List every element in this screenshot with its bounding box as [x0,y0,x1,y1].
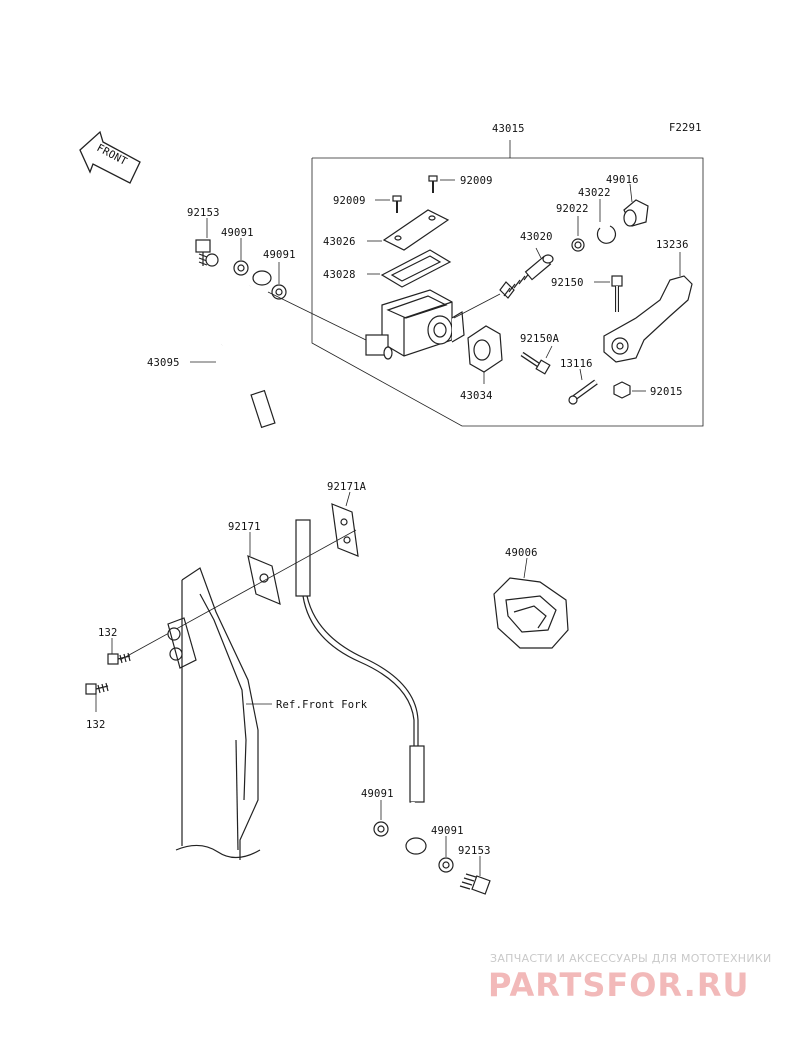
label-92153-lower: 92153 [458,845,491,857]
label-92171A: 92171A [327,481,367,493]
watermark-logo: PARTSFOR.RU [488,966,750,1004]
assembly-outline-43015 [311,140,704,427]
figure-code: F2291 [669,122,702,134]
bolt-92150A [520,351,551,375]
bolt-132-lower [85,682,109,695]
label-92150A: 92150A [520,333,560,345]
circlip-43022 [596,225,617,244]
washer-49091-lower-b [438,857,454,873]
reference-front-fork-label: Ref.Front Fork [276,699,368,711]
label-132-lower: 132 [86,719,106,731]
label-92015: 92015 [650,386,683,398]
label-92009-right: 92009 [460,175,493,187]
watermark-tagline: ЗАПЧАСТИ И АКСЕССУАРЫ ДЛЯ МОТОТЕХНИКИ [490,952,772,965]
banjo-bolt-92153-lower [459,873,491,895]
washer-49091-upper-a-hole [237,264,245,272]
label-43022: 43022 [578,187,611,199]
screw-92009-right [428,175,438,193]
bolt-132-upper [107,652,131,665]
screw-92009-left [392,195,402,213]
label-43020: 43020 [520,231,553,243]
label-43034: 43034 [460,390,493,402]
clamp-43034 [467,325,503,373]
label-49091-upper-b: 49091 [263,249,296,261]
pivot-pin-13116 [568,379,598,405]
cover-49006 [493,577,569,649]
label-43028: 43028 [323,269,356,281]
label-92153-upper: 92153 [187,207,220,219]
banjo-bolt-92153-upper [195,239,219,267]
label-43026: 43026 [323,236,356,248]
washer-49091-lower-a [373,821,389,837]
washer-92022 [571,238,585,252]
label-49016: 49016 [606,174,639,186]
label-49091-upper-a: 49091 [221,227,254,239]
label-43015: 43015 [492,123,525,135]
reservoir-cap-43026 [382,209,450,251]
label-43095: 43095 [147,357,180,369]
washer-92022-hole [574,241,582,249]
diaphragm-43028 [380,249,452,288]
label-92150: 92150 [551,277,584,289]
label-13116: 13116 [560,358,593,370]
washer-49091-lower-b-hole [442,861,450,869]
label-92022: 92022 [556,203,589,215]
label-92009-left: 92009 [333,195,366,207]
front-fork-reference [167,567,261,860]
brake-lever-13236 [603,275,693,363]
bracket-92171A [331,503,359,557]
label-132-upper: 132 [98,627,118,639]
label-49091-lower-a: 49091 [361,788,394,800]
washer-49091-upper-b [271,284,287,300]
washer-49091-lower-a-hole [377,825,385,833]
bolt-92150 [611,275,623,312]
label-49006: 49006 [505,547,538,559]
dust-boot-49016 [623,199,649,227]
washer-49091-upper-b-hole [275,288,283,296]
washer-49091-upper-a [233,260,249,276]
bracket-92171 [247,555,281,605]
label-92171: 92171 [228,521,261,533]
front-direction-arrow: FRONT [79,130,141,184]
brake-hose-43095 [217,270,427,855]
piston-kit-43020 [499,254,554,299]
label-49091-lower-b: 49091 [431,825,464,837]
label-13236: 13236 [656,239,689,251]
master-cylinder-body [365,289,465,360]
nut-92015 [613,381,631,399]
